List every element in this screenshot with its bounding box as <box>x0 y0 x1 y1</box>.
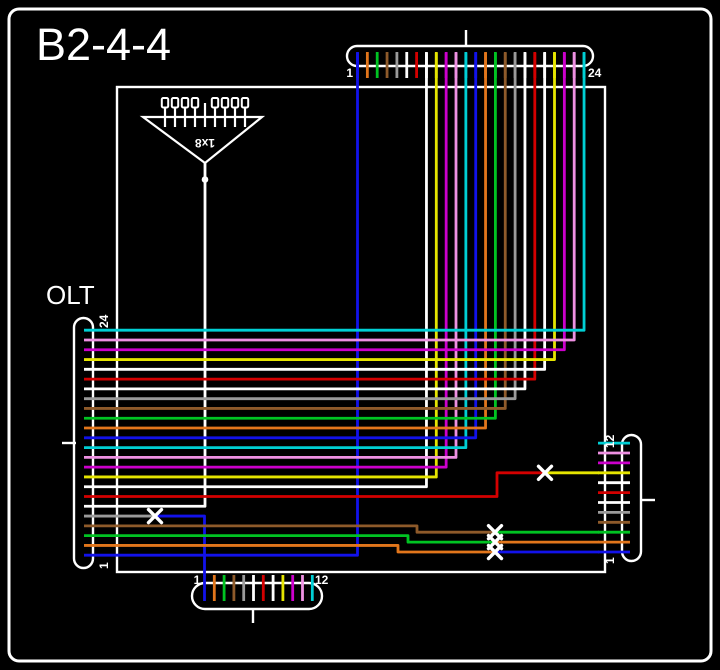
splice-x-mark <box>146 507 164 525</box>
riser-line <box>84 53 527 391</box>
right-connector-port1-label: 1 <box>603 557 617 564</box>
splitter-leg-terminator <box>230 97 240 109</box>
riser-line <box>84 53 458 459</box>
riser-line <box>84 53 547 371</box>
top-connector-body <box>345 44 595 68</box>
splitter-leg-terminator <box>220 97 230 109</box>
splitter-leg-terminator <box>190 97 200 109</box>
riser-line <box>84 53 586 332</box>
olt-connector-port24-label: 24 <box>97 314 111 328</box>
olt-label: OLT <box>46 280 95 310</box>
olt-connector-port1-label: 1 <box>97 562 111 569</box>
riser-line <box>84 53 497 420</box>
patch-fiber-line <box>155 514 206 576</box>
riser-line <box>84 53 359 557</box>
splice-x-mark <box>486 543 504 561</box>
splitter-leg-terminator <box>210 97 220 109</box>
olt-fiber-line <box>84 534 495 544</box>
riser-line <box>84 53 448 469</box>
riser-line <box>84 53 556 361</box>
structure <box>7 7 713 663</box>
olt-fiber-line <box>84 544 495 554</box>
riser-line <box>84 53 517 401</box>
splitter-leg-terminator <box>160 97 170 109</box>
splitter-ratio-label: 1x8 <box>195 136 215 150</box>
riser-line <box>84 53 428 489</box>
riser-line <box>84 53 438 479</box>
bottom-connector-port1-label: 1 <box>194 573 201 587</box>
bottom-connector-body <box>190 581 324 611</box>
page-title: B2-4-4 <box>36 19 171 70</box>
riser-line <box>84 53 487 430</box>
diagram-drawing <box>7 7 713 663</box>
olt-connector-body <box>72 316 95 570</box>
top-connector-port24-label: 24 <box>588 66 602 80</box>
olt-fiber-line <box>84 471 545 498</box>
top-connector-port1-label: 1 <box>346 66 353 80</box>
riser-line <box>84 53 468 449</box>
splitter-feed-line <box>84 163 207 508</box>
outer-border <box>7 7 713 663</box>
fibers <box>84 52 630 601</box>
riser-line <box>84 53 478 440</box>
riser-line <box>84 53 576 342</box>
olt-fiber-line <box>84 524 495 534</box>
splice-x-mark <box>536 464 554 481</box>
splitter-leg-terminator <box>170 97 180 109</box>
riser-line <box>84 53 507 410</box>
splitter-leg-terminator <box>240 97 250 109</box>
bottom-connector-port12-label: 12 <box>315 573 329 587</box>
splice-marks <box>146 464 554 561</box>
riser-line <box>84 53 566 352</box>
riser-line <box>84 53 537 381</box>
splitter-triangle <box>139 115 266 165</box>
right-connector-port12-label: 12 <box>603 434 617 448</box>
splitter-symbol <box>139 97 266 183</box>
splitter-leg-terminator <box>180 97 190 109</box>
diagram-labels: B2-4-4 OLT 1 24 24 1 12 1 1 12 1x8 <box>36 19 617 587</box>
right-connector-body <box>620 433 643 563</box>
